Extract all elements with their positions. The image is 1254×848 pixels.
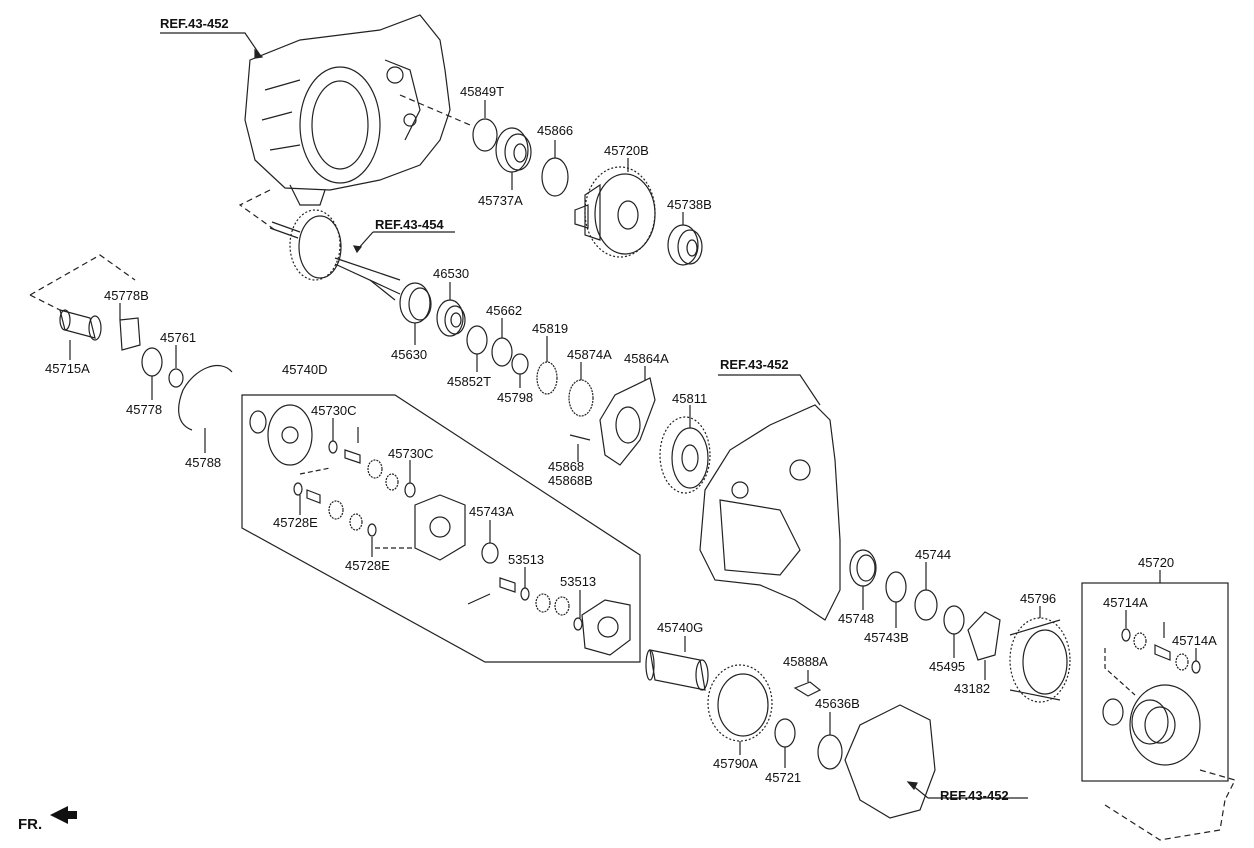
part-label-45730C-lower: 45730C (388, 446, 434, 461)
part-label-45852T: 45852T (447, 374, 492, 389)
part-label-45714A-left: 45714A (1103, 595, 1148, 610)
ring-45662 (491, 337, 513, 367)
front-direction-arrow-icon (50, 806, 77, 824)
ref-label-shaft: REF.43-454 (375, 217, 444, 232)
part-label-45864A: 45864A (624, 351, 669, 366)
part-label-45721: 45721 (765, 770, 802, 785)
part-label-45743A: 45743A (469, 504, 514, 519)
ref-label-top-case: REF.43-452 (160, 16, 229, 31)
part-label-45495: 45495 (929, 659, 966, 674)
bracket-45864A (599, 377, 656, 466)
ring-45852T (466, 325, 488, 355)
plate-43182 (967, 611, 1001, 661)
washer-45778 (141, 347, 163, 377)
part-label-45748: 45748 (838, 611, 875, 626)
washer-45798 (511, 353, 529, 375)
drum-45796 (1009, 617, 1071, 703)
part-label-45778: 45778 (126, 402, 163, 417)
part-label-45796: 45796 (1020, 591, 1057, 606)
snap-ring-45849T (472, 118, 498, 152)
plate-45778B (119, 317, 141, 351)
ring-45495 (943, 605, 965, 635)
main-shaft-assembly (269, 209, 401, 301)
carrier-assembly-45720 (1129, 684, 1201, 766)
part-label-45728E-lower: 45728E (345, 558, 390, 573)
ring-45819 (536, 361, 558, 395)
shaft-45740G (645, 649, 709, 691)
part-label-45720B: 45720B (604, 143, 649, 158)
washer-45721 (774, 718, 796, 748)
part-label-45630: 45630 (391, 347, 428, 362)
left-shaft-45715A (59, 309, 102, 341)
part-label-45715A: 45715A (45, 361, 90, 376)
part-label-45788: 45788 (185, 455, 222, 470)
snap-ring-45788 (178, 364, 233, 431)
bolt-45868 (569, 434, 591, 441)
kit-box-45740D (241, 394, 641, 663)
carrier-45743A (414, 494, 466, 561)
part-label-45730C-upper: 45730C (311, 403, 357, 418)
part-label-45737A: 45737A (478, 193, 523, 208)
ring-45874A (568, 379, 594, 417)
part-label-45866: 45866 (537, 123, 574, 138)
bracket-45888A (793, 681, 822, 697)
kit-box-45720 (1081, 582, 1229, 782)
part-label-45720: 45720 (1138, 555, 1175, 570)
part-label-45778B: 45778B (104, 288, 149, 303)
ring-45866 (541, 157, 569, 197)
ring-45743B (885, 571, 907, 603)
part-label-46530: 46530 (433, 266, 470, 281)
part-label-45868: 45868 (548, 459, 585, 474)
part-label-45888A: 45888A (783, 654, 828, 669)
top-case-housing (244, 14, 451, 206)
rear-cover-housing (844, 704, 936, 819)
gear-45720B (574, 166, 656, 258)
part-label-45728E-upper: 45728E (273, 515, 318, 530)
part-label-45740G: 45740G (657, 620, 704, 635)
carrier-plate-front (267, 404, 313, 466)
part-label-45868B: 45868B (548, 473, 593, 488)
ring-45748 (849, 549, 877, 587)
part-label-45811: 45811 (672, 391, 708, 406)
part-label-45819: 45819 (532, 321, 569, 336)
part-label-45874A: 45874A (567, 347, 612, 362)
washer-45761 (168, 368, 184, 388)
ring-gear-45790A (707, 664, 773, 742)
right-case-housing (699, 404, 841, 621)
part-label-45743B: 45743B (864, 630, 909, 645)
part-label-45849T: 45849T (460, 84, 505, 99)
ref-label-right-case: REF.43-452 (720, 357, 789, 372)
part-label-45761: 45761 (160, 330, 197, 345)
seal-45630 (399, 282, 432, 324)
part-label-45798: 45798 (497, 390, 534, 405)
part-label-45744: 45744 (915, 547, 952, 562)
part-label-45636B: 45636B (815, 696, 860, 711)
part-label-45714A-right: 45714A (1172, 633, 1217, 648)
carrier-plate-rear (581, 599, 631, 656)
ring-45744 (914, 589, 938, 621)
ref-label-bottom-cover: REF.43-452 (940, 788, 1009, 803)
part-label-43182: 43182 (954, 681, 991, 696)
bearing-46530 (436, 299, 466, 337)
part-label-45790A: 45790A (713, 756, 758, 771)
part-label-45738B: 45738B (667, 197, 712, 212)
ring-45636B (817, 734, 843, 770)
bearing-45738B (667, 224, 703, 266)
part-label-53513-upper: 53513 (508, 552, 545, 567)
bearing-45737A (495, 127, 532, 173)
part-label-53513-lower: 53513 (560, 574, 597, 589)
part-label-45662: 45662 (486, 303, 523, 318)
front-direction-label: FR. (18, 816, 43, 833)
gear-45811 (659, 416, 711, 494)
part-label-45740D: 45740D (282, 362, 328, 377)
